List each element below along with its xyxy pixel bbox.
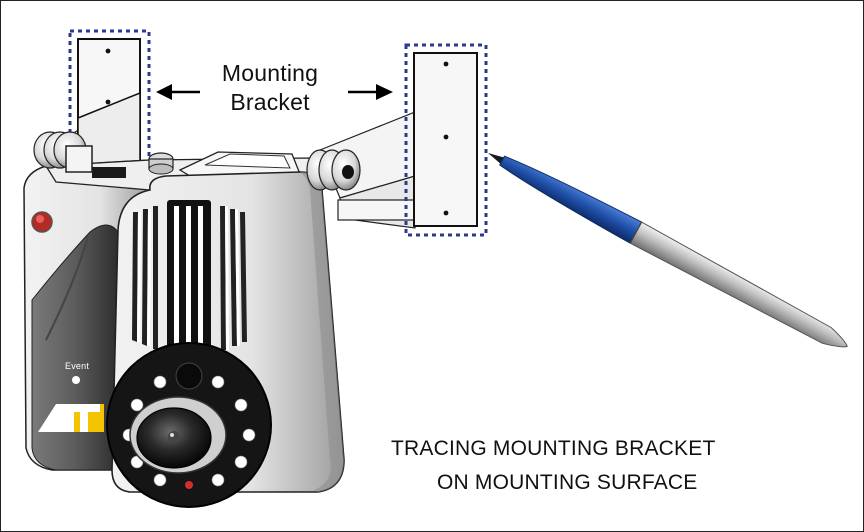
marking-pen	[488, 153, 848, 348]
status-led	[185, 481, 193, 489]
screw-hole	[443, 210, 449, 216]
screw-hole	[105, 99, 111, 105]
vent-slots-left	[132, 206, 158, 350]
callout-line-1: Mounting	[221, 60, 319, 86]
vent-slots-right	[220, 206, 247, 350]
caption-line-1: TRACING MOUNTING BRACKET	[391, 437, 716, 460]
screw-hole	[443, 61, 449, 67]
arrow-to-right-bracket	[348, 84, 393, 100]
caption-line-2: ON MOUNTING SURFACE	[437, 471, 698, 494]
event-label: Event	[65, 361, 90, 371]
top-slot	[92, 167, 126, 178]
camera-housing	[23, 151, 345, 508]
mounting-bracket-callout: Mounting Bracket	[196, 59, 344, 117]
vent-column-center	[167, 200, 211, 365]
left-hinge-roller	[33, 131, 93, 173]
at-logo	[38, 404, 104, 432]
arrow-to-left-bracket	[156, 84, 200, 100]
right-hinge-roller	[306, 149, 361, 191]
screw-hole	[105, 48, 111, 54]
event-button	[72, 376, 80, 384]
diagram-caption: TRACING MOUNTING BRACKET ON MOUNTING SUR…	[391, 432, 715, 500]
traced-outline	[404, 43, 488, 237]
right-mounting-bracket	[404, 43, 488, 237]
screw-hole	[443, 134, 449, 140]
callout-line-2: Bracket	[230, 89, 310, 115]
